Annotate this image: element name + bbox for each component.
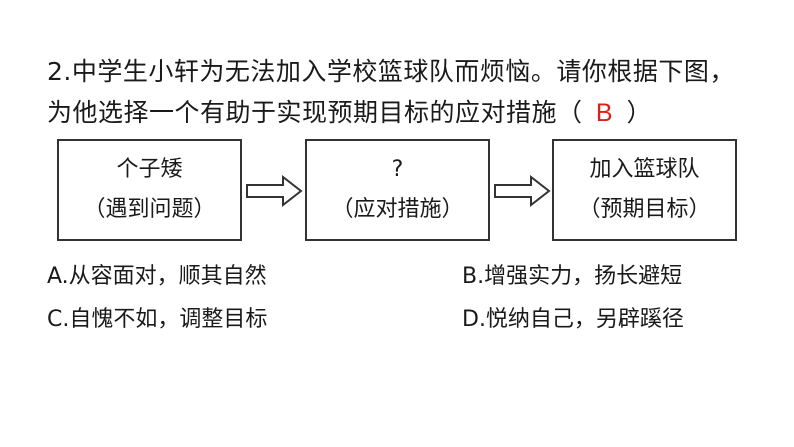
goal-box-caption: （预期目标）	[578, 197, 711, 222]
measure-box-caption: （应对措施）	[331, 197, 464, 222]
measure-box-title: ?	[391, 157, 404, 182]
question-line-2-close: ）	[626, 98, 653, 127]
right-arrow-icon	[246, 175, 303, 207]
problem-box-title: 个子矮	[116, 157, 183, 182]
option-c[interactable]: C.自愧不如，调整目标	[47, 307, 268, 332]
option-d[interactable]: D.悦纳自己，另辟蹊径	[462, 307, 684, 332]
problem-box: 个子矮 （遇到问题）	[57, 139, 242, 241]
option-b[interactable]: B.增强实力，扬长避短	[462, 264, 683, 289]
question-line-2: 为他选择一个有助于实现预期目标的应对措施（ B ）	[47, 96, 652, 130]
option-a[interactable]: A.从容面对，顺其自然	[47, 264, 267, 289]
measure-box: ? （应对措施）	[305, 139, 490, 241]
goal-box: 加入篮球队 （预期目标）	[552, 139, 737, 241]
right-arrow-icon	[494, 175, 551, 207]
goal-box-title: 加入篮球队	[589, 157, 700, 182]
question-line-2-text: 为他选择一个有助于实现预期目标的应对措施（	[47, 98, 583, 127]
problem-box-caption: （遇到问题）	[83, 197, 216, 222]
question-line-1: 2.中学生小轩为无法加入学校篮球队而烦恼。请你根据下图，	[47, 57, 735, 86]
answer-letter: B	[595, 99, 614, 127]
